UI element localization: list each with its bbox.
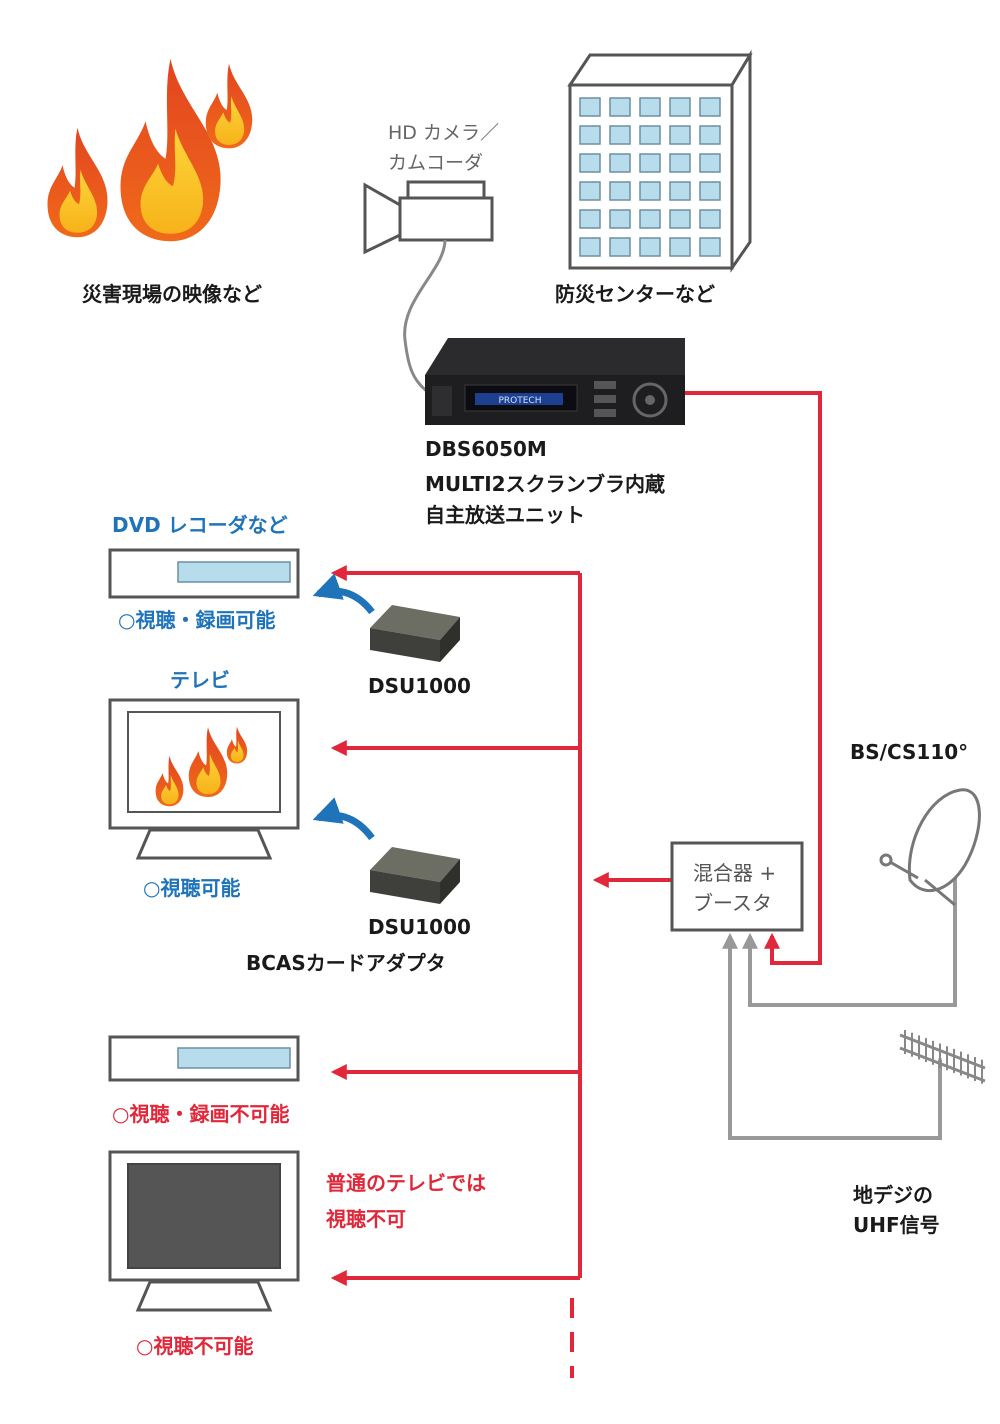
building-window [669,209,691,229]
building-window [579,237,601,257]
dvd-recorder-ng [108,1035,300,1082]
antenna-lines [722,870,957,1140]
building-window [579,209,601,229]
building-window [639,237,661,257]
building-window [699,125,721,145]
terrestrial-label: 地デジの UHF信号 [853,1183,940,1237]
unit-to-mixer-line [685,391,822,965]
building-window [609,125,631,145]
building-window [579,125,601,145]
building-window [699,181,721,201]
building-window [609,181,631,201]
uhf-antenna-line [728,945,942,1140]
building-window [639,97,661,117]
building-window [609,237,631,257]
building-window [579,181,601,201]
dsu-label-2: DSU1000 [368,915,471,939]
building-window [699,97,721,117]
camera-label: HD カメラ／ カムコーダ [388,122,499,174]
dvd-title: DVD レコーダなど [112,513,288,537]
tv-ok-status: ○視聴可能 [143,876,241,900]
office-building-icon [567,49,753,273]
tv-ng-status: ○視聴不可能 [136,1334,254,1358]
unit-desc-line2: 自主放送ユニット [425,503,585,527]
card-adapter-device [370,847,460,904]
unit-brand-logo: PROTECH [498,396,541,406]
dvd-ok-status: ○視聴・録画可能 [118,608,276,632]
building-window [639,153,661,173]
card-adapter-device [370,605,460,662]
broadcast-unit-device: PROTECH [425,338,685,425]
building-window [699,209,721,229]
building-window [669,237,691,257]
video-camera-icon [363,180,494,255]
building-window [669,153,691,173]
disaster-center-label: 防災センターなど [555,282,715,306]
mixer-label: 混合器 + ブースタ [693,861,777,915]
building-window [639,125,661,145]
normal-tv-note: 普通のテレビでは 視聴不可 [326,1171,486,1231]
building-window [639,181,661,201]
building-window [699,237,721,257]
tv-ok [108,698,300,860]
insert-card-arrow-1 [312,573,375,615]
building-window [669,125,691,145]
building-window [669,97,691,117]
camera-cable [403,239,447,394]
bcas-adapter-label: BCASカードアダプタ [246,951,446,975]
building-window [579,97,601,117]
building-window [669,181,691,201]
building-window [609,209,631,229]
building-window [579,153,601,173]
disaster-scene-label: 災害現場の映像など [82,282,262,306]
bs-dish-line [748,870,957,1007]
dvd-recorder-ok [108,548,300,599]
unit-desc-line1: MULTI2スクランブラ内蔵 [425,472,665,496]
building-window [639,209,661,229]
building-window [699,153,721,173]
bs-cs-label: BS/CS110° [850,740,969,764]
scrambled-signal-lines [330,391,822,1378]
fire-icon [47,58,253,242]
tv-ng [108,1150,300,1312]
tv-title: テレビ [170,668,230,692]
dvd-ng-status: ○視聴・録画不可能 [112,1102,290,1126]
satellite-dish-icon [879,788,981,907]
building-window [609,97,631,117]
building-window [609,153,631,173]
dsu-label-1: DSU1000 [368,674,471,698]
mixer-booster-box [670,841,804,932]
unit-model-label: DBS6050M [425,437,547,461]
insert-card-arrow-2 [312,797,375,841]
uhf-antenna-icon [899,1030,986,1084]
